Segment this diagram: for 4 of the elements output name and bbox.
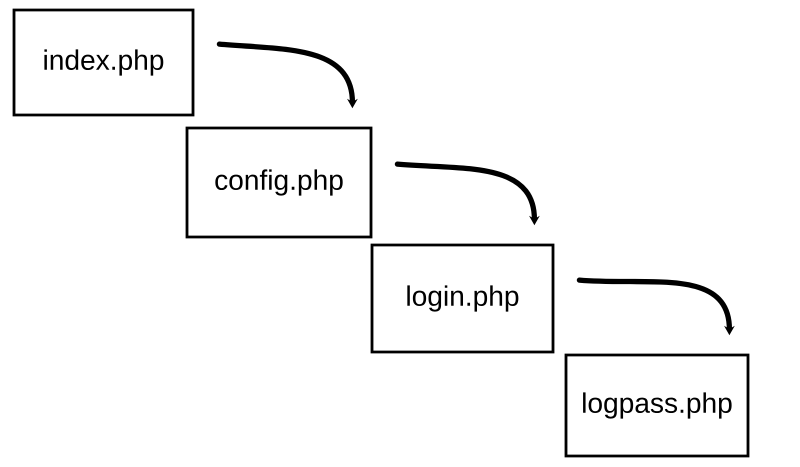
file-box: config.php	[186, 126, 372, 238]
file-box: login.php	[370, 244, 554, 354]
file-box: index.php	[12, 8, 194, 116]
file-box: logpass.php	[564, 354, 750, 458]
